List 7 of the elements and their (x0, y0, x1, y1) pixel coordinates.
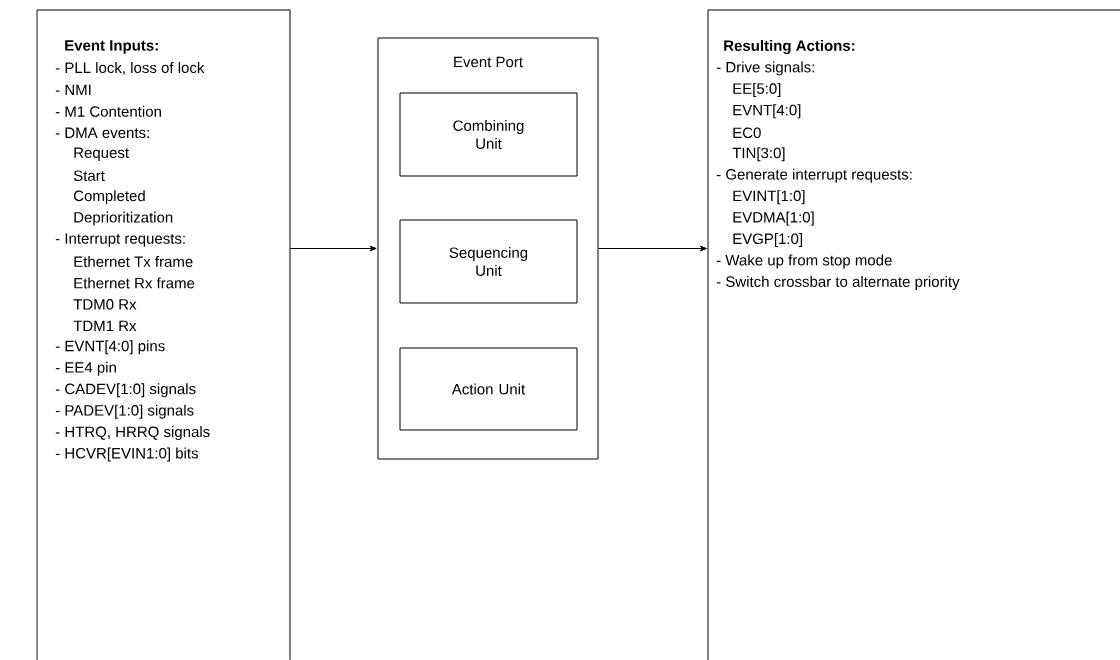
unit-box: Combining Unit (399, 92, 578, 177)
arrow (598, 245, 707, 252)
unit-box: Sequencing Unit (399, 219, 578, 304)
unit-box: Action Unit (399, 347, 578, 431)
list-box: Resulting Actions: - Drive signals: EE[5:0] EVNT[4:0] EC0 TIN[3:0] - Generate interrupt requests: EVINT[1:0] EVDMA[1:0] EVGP[1:0] - Wake up from stop mode - Switch crossbar to alternate priority (707, 9, 1120, 660)
arrow (289, 245, 377, 252)
list-box: Event Inputs: - PLL lock, loss of lock - NMI - M1 Contention - DMA events: Request Start Completed Deprioritization - Interrupt requests: Ethernet Tx frame Ethernet Rx frame TDM0 Rx TDM1 Rx - EVNT[4:0] pins - EE4 pin - CADEV[1:0] signals - PADEV[1:0] signals - HTRQ, HRRQ signals - HCVR[EVIN1:0] bits (36, 9, 291, 660)
